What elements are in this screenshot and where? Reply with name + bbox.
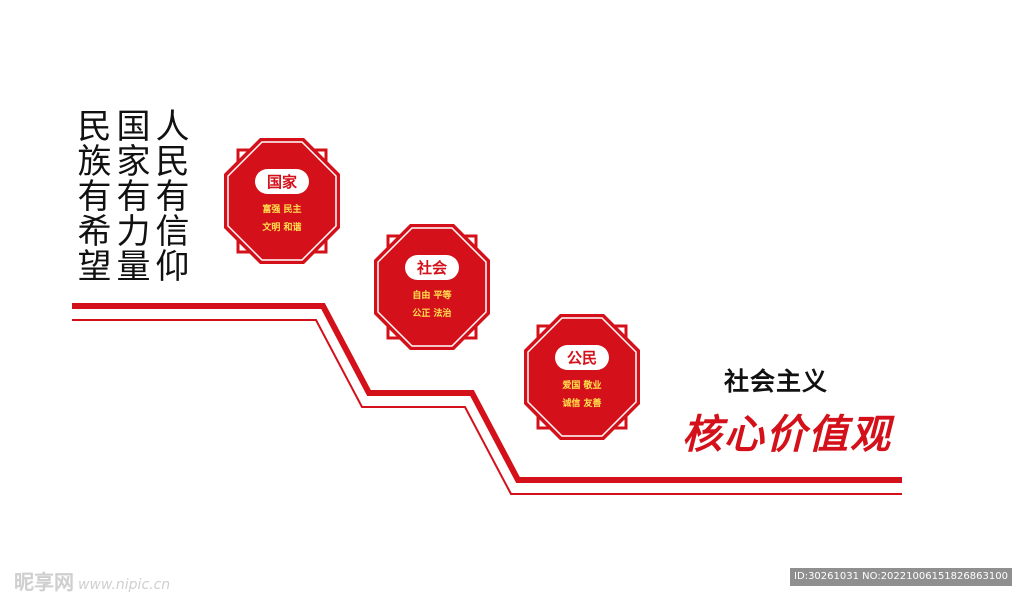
- badge-title: 国家: [254, 169, 310, 194]
- badge-values-line2: 文明 和谐: [262, 223, 302, 233]
- main-title-top: 社会主义: [724, 367, 829, 396]
- watermark-brand-name: 昵享网: [14, 570, 74, 594]
- octagon-frame-icon: [374, 224, 490, 350]
- badge-title: 公民: [554, 345, 610, 370]
- watermark-id-bar: ID:30261031 NO:20221006151826863100: [790, 568, 1012, 586]
- badge-values-line1: 爱国 敬业: [562, 381, 602, 391]
- badge-values-line1: 富强 民主: [262, 205, 302, 215]
- slogan-column-people: 人民有信仰: [149, 108, 189, 283]
- badge-society: 社会 自由 平等 公正 法治: [372, 222, 492, 352]
- badge-citizen: 公民 爱国 敬业 诚信 友善: [522, 312, 642, 442]
- badge-values-line1: 自由 平等: [412, 291, 452, 301]
- octagon-frame-icon: [224, 138, 340, 264]
- slogan-column-country: 国家有力量: [110, 108, 150, 283]
- octagon-frame-icon: [524, 314, 640, 440]
- badge-country: 国家 富强 民主 文明 和谐: [222, 136, 342, 266]
- badge-values-line2: 诚信 友善: [562, 399, 602, 409]
- badge-title: 社会: [404, 255, 460, 280]
- watermark-url: www.nipic.cn: [78, 577, 171, 593]
- main-title-bottom: 核心价值观: [682, 411, 892, 458]
- badge-values-line2: 公正 法治: [412, 309, 452, 319]
- slogan-column-nation: 民族有希望: [71, 108, 111, 283]
